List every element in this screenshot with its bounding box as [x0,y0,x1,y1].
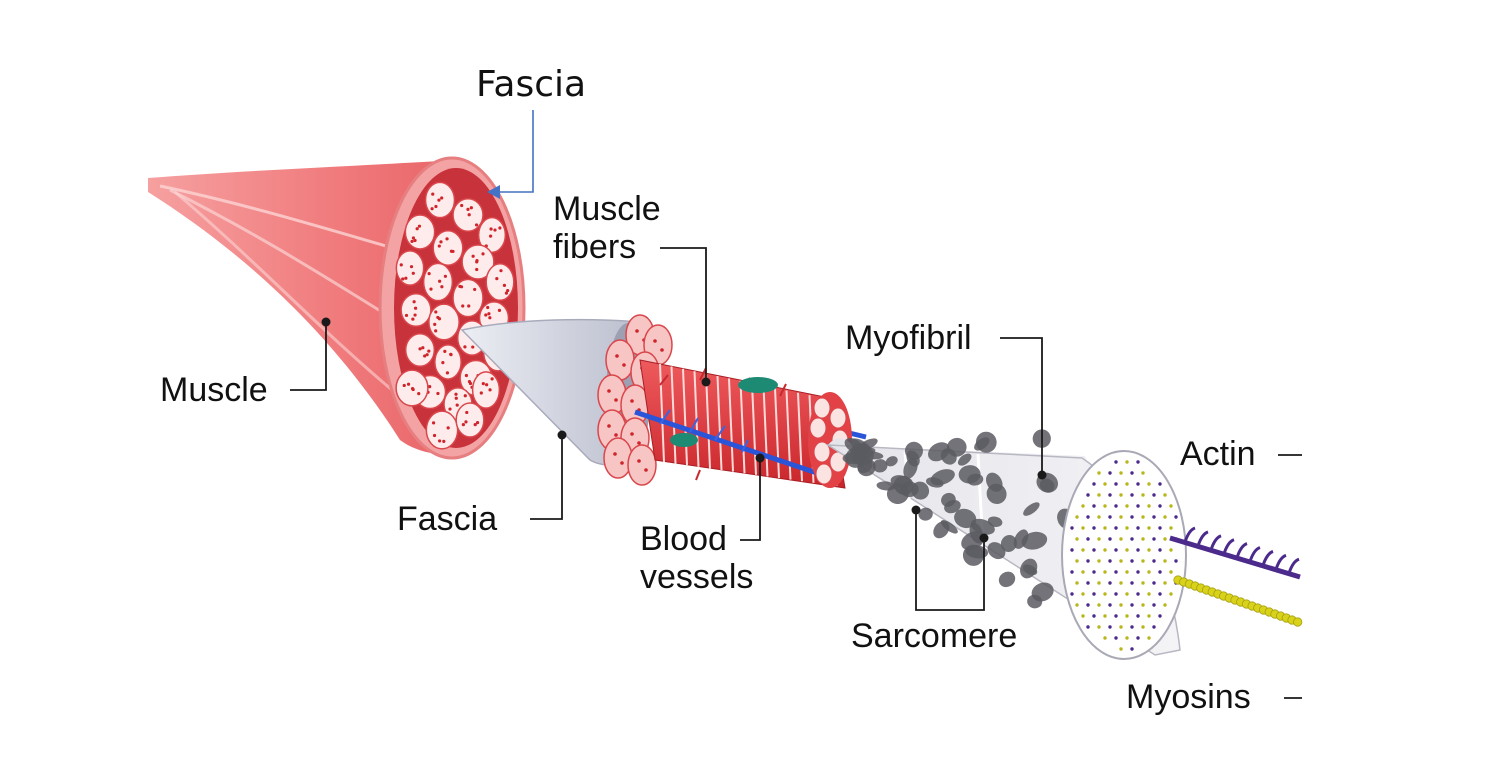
label-blood-vessels-line1: Blood [640,520,727,558]
myofibril-cone [825,429,1187,660]
label-myosins: Myosins [1126,678,1251,716]
label-muscle-fibers-line1: Muscle [553,190,661,228]
label-muscle: Muscle [160,371,268,409]
myosin-filament [1173,575,1303,627]
fascicle-bundle [597,314,867,489]
label-blood-vessels-line2: vessels [640,558,754,596]
label-actin: Actin [1180,435,1256,473]
nucleus [738,377,778,393]
muscle-cross-section [378,156,526,460]
label-muscle-fibers-line2: fibers [553,228,637,266]
blood-vessel [634,409,821,477]
actin-filament [1169,526,1301,580]
label-myofibril: Myofibril [845,319,972,357]
label-fascia-bottom: Fascia [397,500,498,538]
label-sarcomere: Sarcomere [851,617,1018,655]
label-fascia-top: Fascia [476,64,587,105]
leader-lines [290,110,1302,699]
muscle-belly [148,160,460,455]
leader-dots [321,317,1047,543]
